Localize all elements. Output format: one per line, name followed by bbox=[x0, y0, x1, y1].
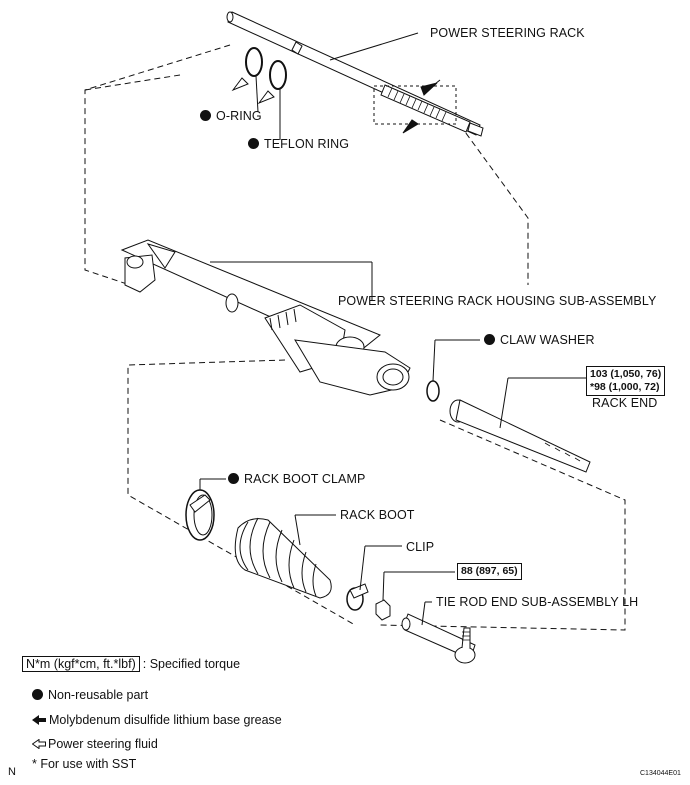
label-rack-end: RACK END bbox=[592, 396, 658, 410]
legend-non-reusable-text: Non-reusable part bbox=[48, 688, 149, 702]
fluid-arrow-icon bbox=[31, 738, 46, 750]
o-ring bbox=[245, 47, 263, 77]
grease-arrow-icon bbox=[32, 715, 46, 725]
legend-fluid-text: Power steering fluid bbox=[48, 737, 158, 751]
grease-arrow-lower bbox=[402, 119, 419, 134]
fluid-arrow-2 bbox=[257, 90, 275, 105]
label-rack-boot-clamp-text: RACK BOOT CLAMP bbox=[244, 472, 366, 486]
label-teflon-ring: TEFLON RING bbox=[248, 137, 349, 151]
legend-sst: * For use with SST bbox=[32, 757, 137, 771]
torque-tie-rod-nut: 88 (897, 65) bbox=[457, 563, 522, 580]
clip bbox=[346, 545, 402, 611]
rack-housing bbox=[120, 239, 411, 396]
label-clip: CLIP bbox=[406, 540, 435, 554]
label-power-steering-rack: POWER STEERING RACK bbox=[430, 26, 585, 40]
power-steering-rack bbox=[226, 11, 484, 137]
teflon-ring bbox=[269, 60, 287, 90]
lower-dashed-guide bbox=[127, 359, 626, 631]
label-o-ring: O-RING bbox=[200, 109, 262, 123]
label-claw-washer: CLAW WASHER bbox=[484, 333, 595, 347]
label-claw-washer-text: CLAW WASHER bbox=[500, 333, 595, 347]
non-reusable-dot-icon bbox=[484, 334, 495, 345]
legend-non-reusable: Non-reusable part bbox=[32, 688, 148, 702]
rack-end bbox=[449, 377, 591, 473]
rack-boot-clamp bbox=[185, 478, 226, 541]
torque-rack-end-line2: *98 (1,000, 72) bbox=[590, 381, 660, 393]
figure-code: C134044E01 bbox=[640, 770, 681, 777]
label-rack-boot: RACK BOOT bbox=[340, 508, 415, 522]
legend-torque-desc: : Specified torque bbox=[142, 657, 241, 671]
rack-boot bbox=[234, 514, 336, 599]
label-o-ring-text: O-RING bbox=[216, 109, 262, 123]
legend-grease: Molybdenum disulfide lithium base grease bbox=[32, 713, 282, 727]
label-housing: POWER STEERING RACK HOUSING SUB-ASSEMBLY bbox=[338, 294, 657, 308]
label-tie-rod-end: TIE ROD END SUB-ASSEMBLY LH bbox=[436, 595, 639, 609]
torque-rack-end-line1: 103 (1,050, 76) bbox=[590, 368, 662, 380]
corner-mark: N bbox=[8, 766, 16, 778]
rack-teeth bbox=[387, 87, 447, 122]
legend-fluid: Power steering fluid bbox=[31, 737, 158, 751]
label-rack-boot-clamp: RACK BOOT CLAMP bbox=[228, 472, 365, 486]
legend-torque: N*m (kgf*cm, ft.*lbf): Specified torque bbox=[22, 656, 241, 672]
claw-washer bbox=[426, 380, 440, 402]
label-teflon-ring-text: TEFLON RING bbox=[264, 137, 350, 151]
upper-dashed-guide bbox=[84, 44, 529, 286]
fluid-arrow-1 bbox=[231, 77, 249, 92]
torque-rack-end: 103 (1,050, 76)*98 (1,000, 72) bbox=[586, 366, 666, 396]
non-reusable-dot-icon bbox=[248, 138, 259, 149]
legend-torque-units: N*m (kgf*cm, ft.*lbf) bbox=[22, 656, 140, 672]
grease-arrow-upper bbox=[420, 79, 441, 96]
legend-grease-text: Molybdenum disulfide lithium base grease bbox=[49, 713, 282, 727]
non-reusable-dot-icon bbox=[228, 473, 239, 484]
tie-rod-nut bbox=[375, 571, 455, 621]
non-reusable-dot-icon bbox=[32, 689, 43, 700]
non-reusable-dot-icon bbox=[200, 110, 211, 121]
tie-rod-end bbox=[401, 601, 476, 664]
